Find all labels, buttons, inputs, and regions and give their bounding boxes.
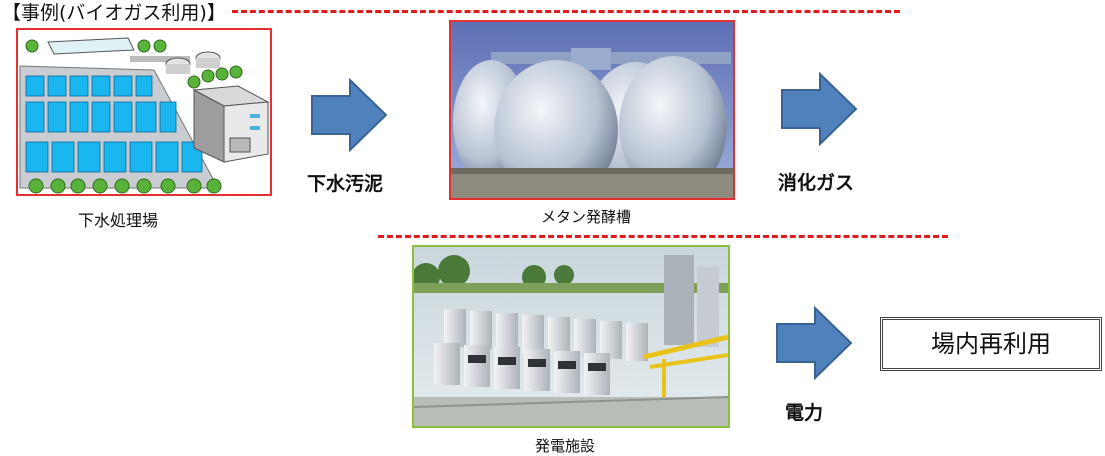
onsite-reuse-box: 場内再利用 [880,317,1102,371]
caption-power-facility: 発電施設 [535,437,596,455]
arrow-right-icon [310,78,388,152]
sewage-plant-illustration [16,28,272,196]
caption-sewage-plant: 下水処理場 [78,211,159,230]
page-title: 【事例(バイオガス利用)】 [2,2,226,24]
power-facility-photo [412,245,730,428]
arrow-right-icon [780,72,858,146]
arrow-right-icon [775,306,853,380]
middle-dashed-divider [378,235,948,238]
flow-label-electricity: 電力 [785,402,824,424]
methane-digester-photo [449,20,735,200]
flow-label-digestion-gas: 消化ガス [778,172,855,194]
flow-label-sludge: 下水汚泥 [307,173,384,195]
top-dashed-divider [232,10,900,13]
caption-methane-digester: メタン発酵槽 [541,208,632,226]
